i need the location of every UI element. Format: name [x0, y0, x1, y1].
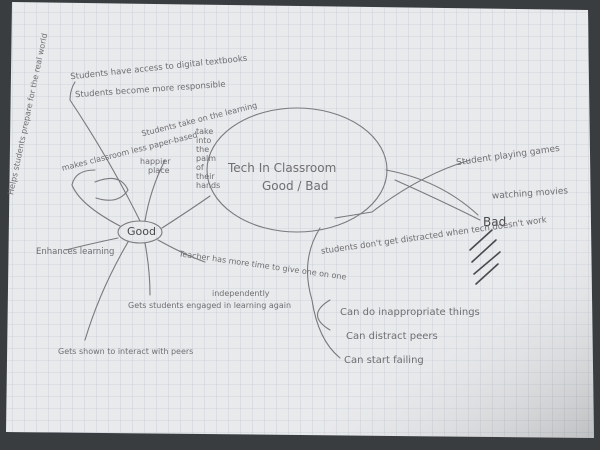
good-item-enhances-learning: Enhances learning — [36, 247, 115, 257]
bad-item-failing: Can start failing — [344, 355, 424, 366]
center-subtitle: Good / Bad — [262, 179, 329, 193]
good-fragment-take-6: hands — [196, 181, 221, 190]
good-fragment-take-1: into — [196, 136, 212, 145]
good-item-engaged: Gets students engaged in learning again — [128, 301, 292, 310]
good-fragment-take-5: their — [196, 172, 215, 181]
good-fragment-take-2: the — [196, 145, 210, 154]
good-label: Good — [127, 225, 156, 238]
good-fragment-happy-0: happier — [140, 157, 171, 166]
good-fragment-take-3: palm — [196, 154, 216, 163]
good-item-interact-peers: Gets shown to interact with peers — [58, 347, 194, 356]
center-title: Tech In Classroom — [228, 161, 337, 175]
good-fragment-independently: independently — [212, 289, 270, 298]
good-fragment-take-0: take — [196, 127, 214, 136]
bad-item-distract-peers: Can distract peers — [346, 331, 438, 342]
graph-paper — [6, 2, 594, 438]
good-fragment-happy-1: place — [148, 166, 170, 175]
bad-item-inappropriate: Can do inappropriate things — [340, 307, 480, 318]
bad-label: Bad — [483, 215, 507, 229]
good-fragment-take-4: of — [196, 163, 204, 172]
